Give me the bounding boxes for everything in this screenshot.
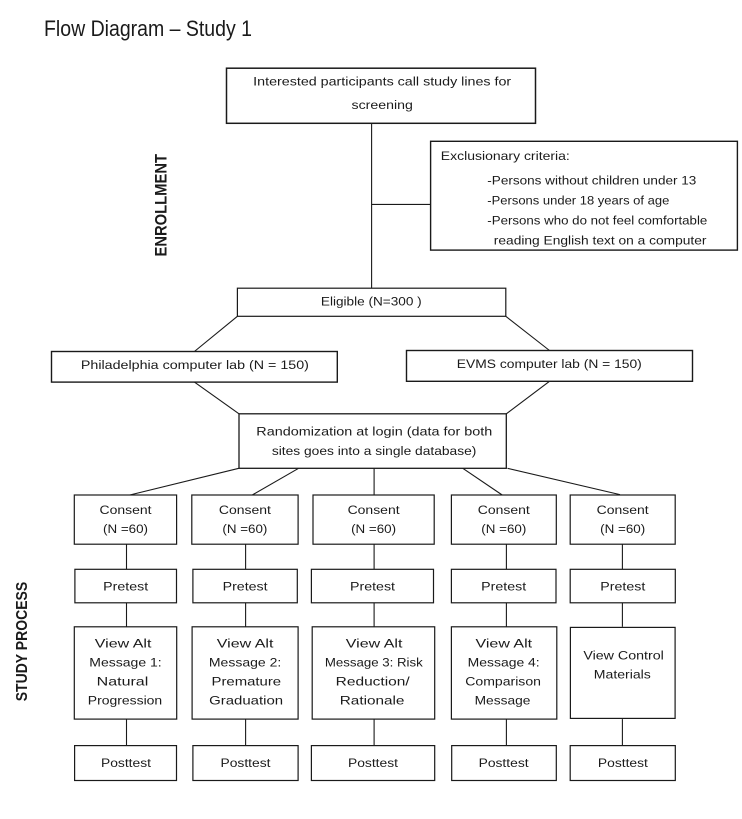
svg-text:Message 1:: Message 1: (89, 656, 161, 670)
svg-text:(N =60): (N =60) (600, 522, 645, 536)
svg-text:Progression: Progression (88, 694, 163, 708)
svg-text:reading English text on a comp: reading English text on a computer (494, 233, 707, 247)
svg-text:View Control: View Control (583, 649, 664, 663)
svg-text:Message: Message (475, 694, 531, 708)
svg-text:Pretest: Pretest (223, 580, 269, 594)
svg-text:View Alt: View Alt (346, 637, 403, 651)
svg-text:Randomization at login (data f: Randomization at login (data for both (256, 424, 492, 438)
svg-text:Rationale: Rationale (340, 694, 405, 708)
svg-text:Natural: Natural (97, 675, 149, 689)
svg-text:Comparison: Comparison (465, 675, 541, 689)
svg-text:Message 3: Risk: Message 3: Risk (325, 656, 424, 670)
svg-text:STUDY PROCESS: STUDY PROCESS (14, 582, 31, 702)
svg-text:ENROLLMENT: ENROLLMENT (153, 154, 171, 257)
svg-text:Posttest: Posttest (221, 756, 272, 770)
svg-text:Materials: Materials (594, 668, 651, 682)
svg-text:(N =60): (N =60) (222, 522, 267, 536)
svg-text:-Persons who do not feel comfo: -Persons who do not feel comfortable (487, 213, 707, 227)
svg-text:Exclusionary criteria:: Exclusionary criteria: (441, 149, 570, 163)
svg-text:Consent: Consent (100, 503, 153, 517)
svg-text:-Persons without children unde: -Persons without children under 13 (487, 173, 696, 187)
svg-text:Message 4:: Message 4: (468, 656, 540, 670)
svg-text:Posttest: Posttest (598, 756, 649, 770)
svg-text:Message 2:: Message 2: (209, 656, 281, 670)
svg-text:Pretest: Pretest (103, 580, 149, 594)
svg-text:EVMS computer lab (N = 150): EVMS computer lab (N = 150) (457, 357, 642, 371)
svg-text:Posttest: Posttest (101, 756, 152, 770)
svg-text:(N =60): (N =60) (103, 522, 148, 536)
svg-text:Posttest: Posttest (348, 756, 399, 770)
svg-text:(N =60): (N =60) (481, 522, 526, 536)
svg-text:Philadelphia computer lab (N =: Philadelphia computer lab (N = 150) (81, 358, 309, 372)
svg-text:View Alt: View Alt (95, 637, 152, 651)
svg-text:screening: screening (352, 98, 413, 112)
svg-text:Consent: Consent (478, 503, 531, 517)
svg-text:sites goes into a single datab: sites goes into a single database) (272, 444, 477, 458)
svg-text:(N =60): (N =60) (351, 522, 396, 536)
svg-text:Pretest: Pretest (350, 580, 396, 594)
svg-text:Flow Diagram – Study 1: Flow Diagram – Study 1 (44, 16, 252, 41)
svg-text:Reduction/: Reduction/ (336, 675, 411, 689)
svg-text:Graduation: Graduation (209, 694, 283, 708)
svg-text:View Alt: View Alt (476, 637, 533, 651)
svg-text:Consent: Consent (348, 503, 401, 517)
svg-text:Pretest: Pretest (600, 580, 646, 594)
svg-text:Eligible (N=300 ): Eligible (N=300 ) (321, 295, 422, 309)
svg-text:-Persons under 18 years of age: -Persons under 18 years of age (487, 193, 669, 207)
svg-text:Consent: Consent (597, 503, 650, 517)
svg-text:View Alt: View Alt (217, 637, 274, 651)
svg-text:Consent: Consent (219, 503, 272, 517)
svg-text:Pretest: Pretest (481, 580, 527, 594)
svg-text:Premature: Premature (212, 675, 282, 689)
svg-text:Interested participants call s: Interested participants call study lines… (253, 74, 511, 88)
svg-text:Posttest: Posttest (479, 756, 530, 770)
